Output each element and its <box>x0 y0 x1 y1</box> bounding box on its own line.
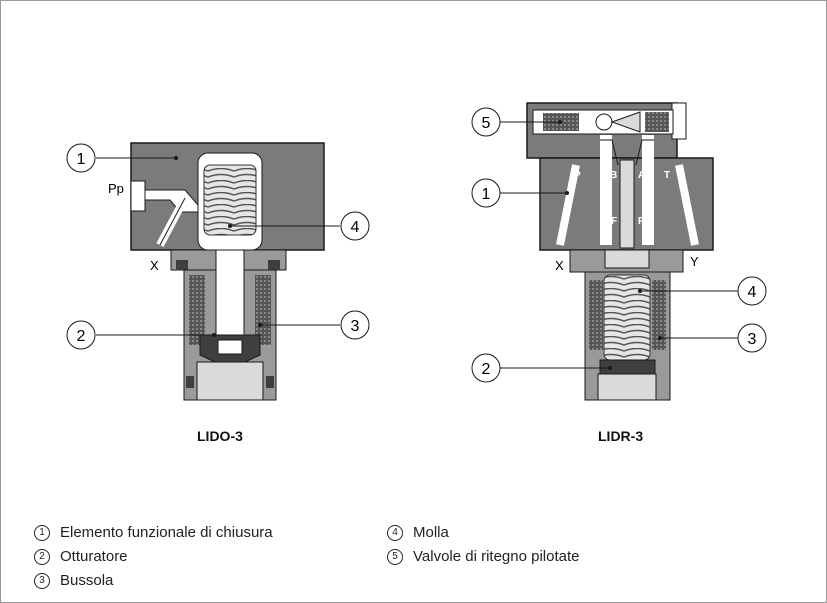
lido3-valve: 1 4 2 3 Pp X <box>66 142 370 401</box>
legend-num-2: 2 <box>34 548 50 565</box>
lidr3-port-x: X <box>555 258 564 273</box>
legend-text-3: Bussola <box>60 572 114 589</box>
legend-text-5: Valvole di ritegno pilotate <box>413 548 580 565</box>
lido3-port-pp: Pp <box>108 181 124 196</box>
lidr3-callout-3: 3 <box>737 323 767 353</box>
svg-text:1: 1 <box>77 151 86 168</box>
lido3-stem <box>215 249 245 341</box>
lidr3-caption: LIDR-3 <box>598 428 644 444</box>
lido3-callout-1: 1 <box>66 143 96 173</box>
svg-text:4: 4 <box>748 284 757 301</box>
svg-text:4: 4 <box>351 219 360 236</box>
legend-num-4: 4 <box>387 524 403 541</box>
legend-num-5: 5 <box>387 548 403 565</box>
lido3-caption: LIDO-3 <box>197 428 243 444</box>
lidr3-port-y: Y <box>690 254 699 269</box>
lidr3-valve: 5 1 2 4 3 P B A T F F <box>471 102 767 401</box>
lidr3-port-f2: F <box>638 216 644 227</box>
lidr3-port-f1: F <box>611 216 617 227</box>
svg-text:3: 3 <box>351 318 360 335</box>
legend-item-4: 4 Molla <box>387 524 449 541</box>
lidr3-callout-5: 5 <box>471 107 501 137</box>
svg-text:1: 1 <box>482 186 491 203</box>
svg-text:2: 2 <box>482 361 491 378</box>
lido3-spring <box>203 164 257 236</box>
svg-text:3: 3 <box>748 331 757 348</box>
lido3-port-x: X <box>150 258 159 273</box>
lido3-callout-4: 4 <box>340 211 370 241</box>
lidr3-poppet <box>599 359 656 375</box>
lido3-callout-3: 3 <box>340 310 370 340</box>
lidr3-port-b: B <box>610 170 617 181</box>
legend-text-4: Molla <box>413 524 449 541</box>
lidr3-port-p: P <box>574 170 581 181</box>
lido3-callout-2: 2 <box>66 320 96 350</box>
legend-item-1: 1 Elemento funzionale di chiusura <box>34 524 273 541</box>
legend-item-3: 3 Bussola <box>34 572 113 589</box>
legend-item-2: 2 Otturatore <box>34 548 128 565</box>
lidr3-spring <box>603 274 651 361</box>
svg-text:5: 5 <box>482 115 491 132</box>
lidr3-outlet <box>597 373 657 401</box>
legend-num-3: 3 <box>34 572 50 589</box>
legend-item-5: 5 Valvole di ritegno pilotate <box>387 548 580 565</box>
legend-text-1: Elemento funzionale di chiusura <box>60 524 273 541</box>
lidr3-port-t: T <box>664 170 670 181</box>
lidr3-callout-4: 4 <box>737 276 767 306</box>
lidr3-port-a: A <box>638 170 645 181</box>
legend-text-2: Otturatore <box>60 548 128 565</box>
lido3-outlet <box>196 361 264 401</box>
lidr3-callout-1: 1 <box>471 178 501 208</box>
lidr3-callout-2: 2 <box>471 353 501 383</box>
svg-text:2: 2 <box>77 328 86 345</box>
legend-num-1: 1 <box>34 524 50 541</box>
lido3-pilot-plug <box>130 180 146 212</box>
